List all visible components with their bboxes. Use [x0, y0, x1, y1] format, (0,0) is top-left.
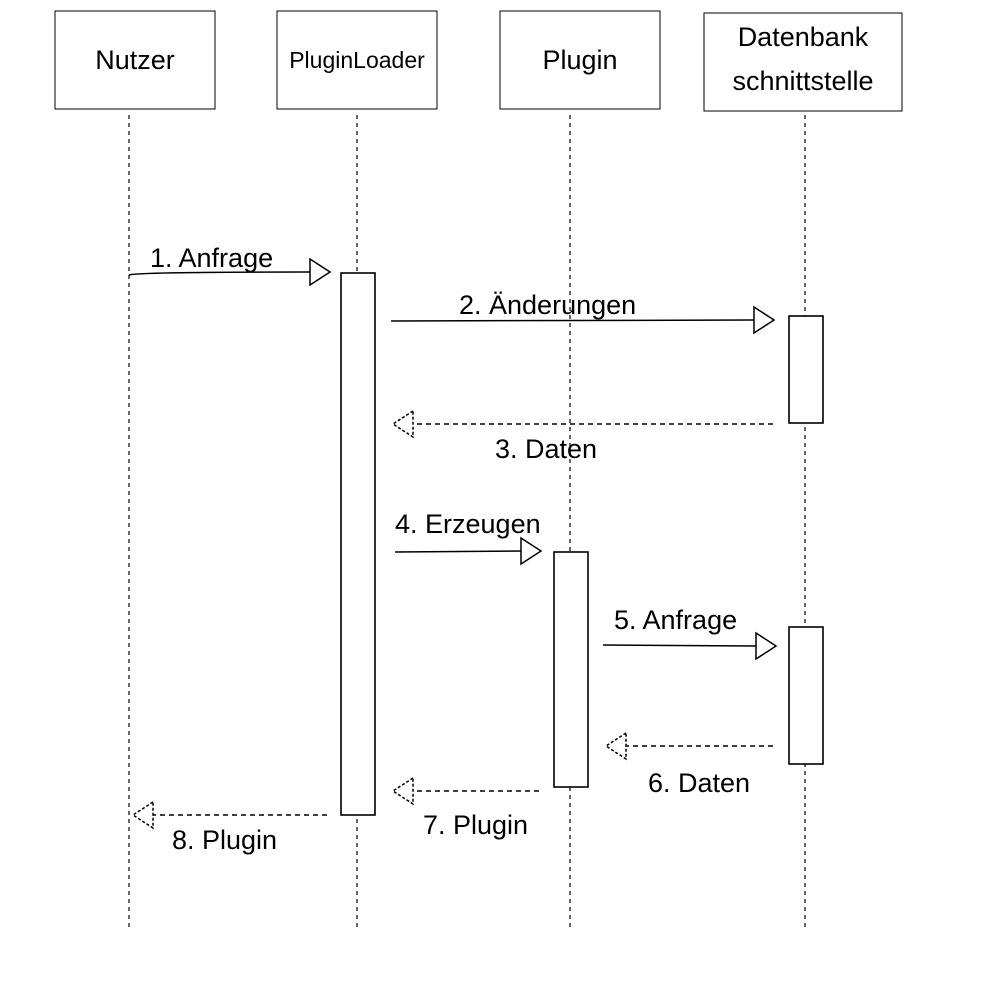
participant-label: PluginLoader: [289, 47, 425, 73]
arrow-head-icon: [755, 631, 778, 661]
message-5: 5. Anfrage: [602, 605, 778, 661]
participant-datenbankschnittstelle: Datenbank schnittstelle: [703, 12, 903, 112]
message-6: 6. Daten: [604, 731, 773, 798]
activation-pluginloader: [340, 272, 376, 816]
message-label: 8. Plugin: [172, 825, 277, 855]
message-label: 7. Plugin: [423, 810, 528, 840]
message-2: 2. Änderungen: [390, 290, 776, 335]
participant-label: Nutzer: [95, 45, 175, 75]
message-label: 6. Daten: [648, 768, 750, 798]
participant-box: [54, 10, 216, 110]
message-label: 1. Anfrage: [150, 243, 273, 273]
message-line: [128, 271, 311, 276]
message-label: 5. Anfrage: [614, 605, 737, 635]
participant-label-line2: schnittstelle: [732, 66, 873, 96]
message-label: 3. Daten: [495, 434, 597, 464]
arrow-head-icon: [520, 536, 543, 566]
arrow-head-icon: [131, 800, 154, 830]
activation-plugin: [553, 551, 589, 788]
message-label: 4. Erzeugen: [395, 509, 541, 539]
message-1: 1. Anfrage: [128, 243, 332, 287]
participant-box: [703, 12, 903, 112]
message-8: 8. Plugin: [131, 800, 327, 855]
participant-box: [499, 10, 661, 110]
participant-box: [276, 10, 438, 110]
arrow-head-icon: [309, 257, 332, 287]
message-7: 7. Plugin: [391, 776, 539, 840]
message-4: 4. Erzeugen: [394, 509, 543, 566]
arrow-head-icon: [391, 776, 414, 806]
arrow-head-icon: [391, 409, 414, 439]
arrow-head-icon: [604, 731, 627, 761]
arrow-head-icon: [753, 305, 776, 335]
message-line: [602, 644, 757, 647]
participant-label-line1: Datenbank: [738, 22, 869, 52]
participant-nutzer: Nutzer: [54, 10, 216, 110]
participant-label: Plugin: [542, 45, 617, 75]
activation-datenbank-2: [788, 626, 824, 765]
message-3: 3. Daten: [391, 409, 773, 464]
activation-datenbank-1: [788, 315, 824, 424]
participant-pluginloader: PluginLoader: [276, 10, 438, 110]
message-line: [390, 319, 755, 322]
participant-plugin: Plugin: [499, 10, 661, 110]
message-line: [394, 550, 522, 553]
message-label: 2. Änderungen: [459, 290, 636, 320]
